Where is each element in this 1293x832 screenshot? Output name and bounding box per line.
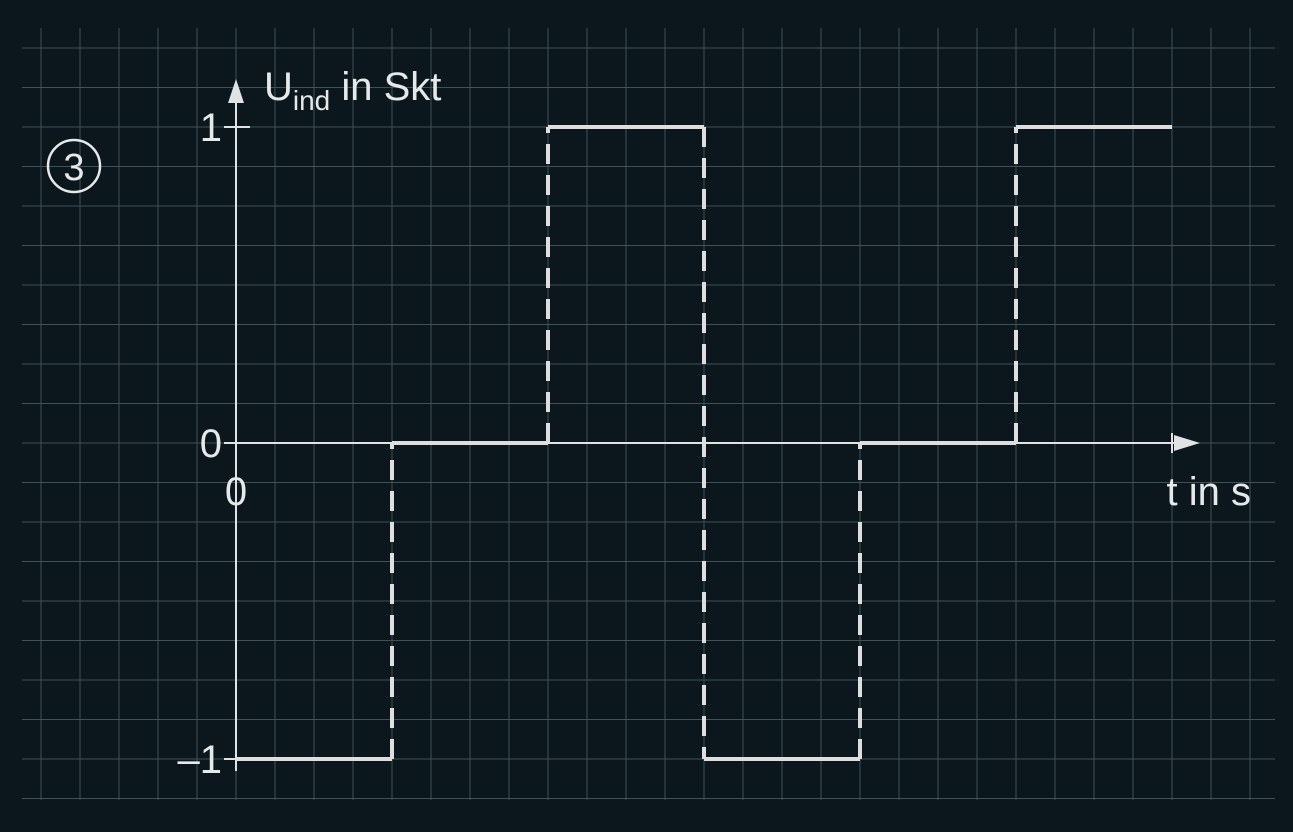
y-axis-arrow — [228, 79, 244, 103]
x-origin-label: 0 — [225, 470, 247, 514]
y-axis-label-main: U — [264, 65, 293, 109]
x-axis-arrow — [1174, 435, 1200, 451]
y-axis-label-unit: in Skt — [330, 65, 441, 109]
series — [236, 125, 1172, 761]
y-tick-label: 0 — [200, 422, 222, 466]
panel-badge-circle — [46, 138, 102, 194]
labels: 3 Uind in Skt t in s 0 — [46, 65, 1251, 514]
x-axis-label: t in s — [1167, 470, 1251, 514]
y-axis-label: Uind in Skt — [264, 65, 441, 116]
panel-badge: 3 — [46, 138, 102, 194]
panel-number: 3 — [63, 147, 84, 189]
axes: 1 0 –1 — [178, 79, 1200, 782]
y-tick-label: –1 — [178, 738, 223, 782]
y-axis-label-sub: ind — [293, 85, 330, 116]
y-tick-label: 1 — [200, 106, 222, 150]
